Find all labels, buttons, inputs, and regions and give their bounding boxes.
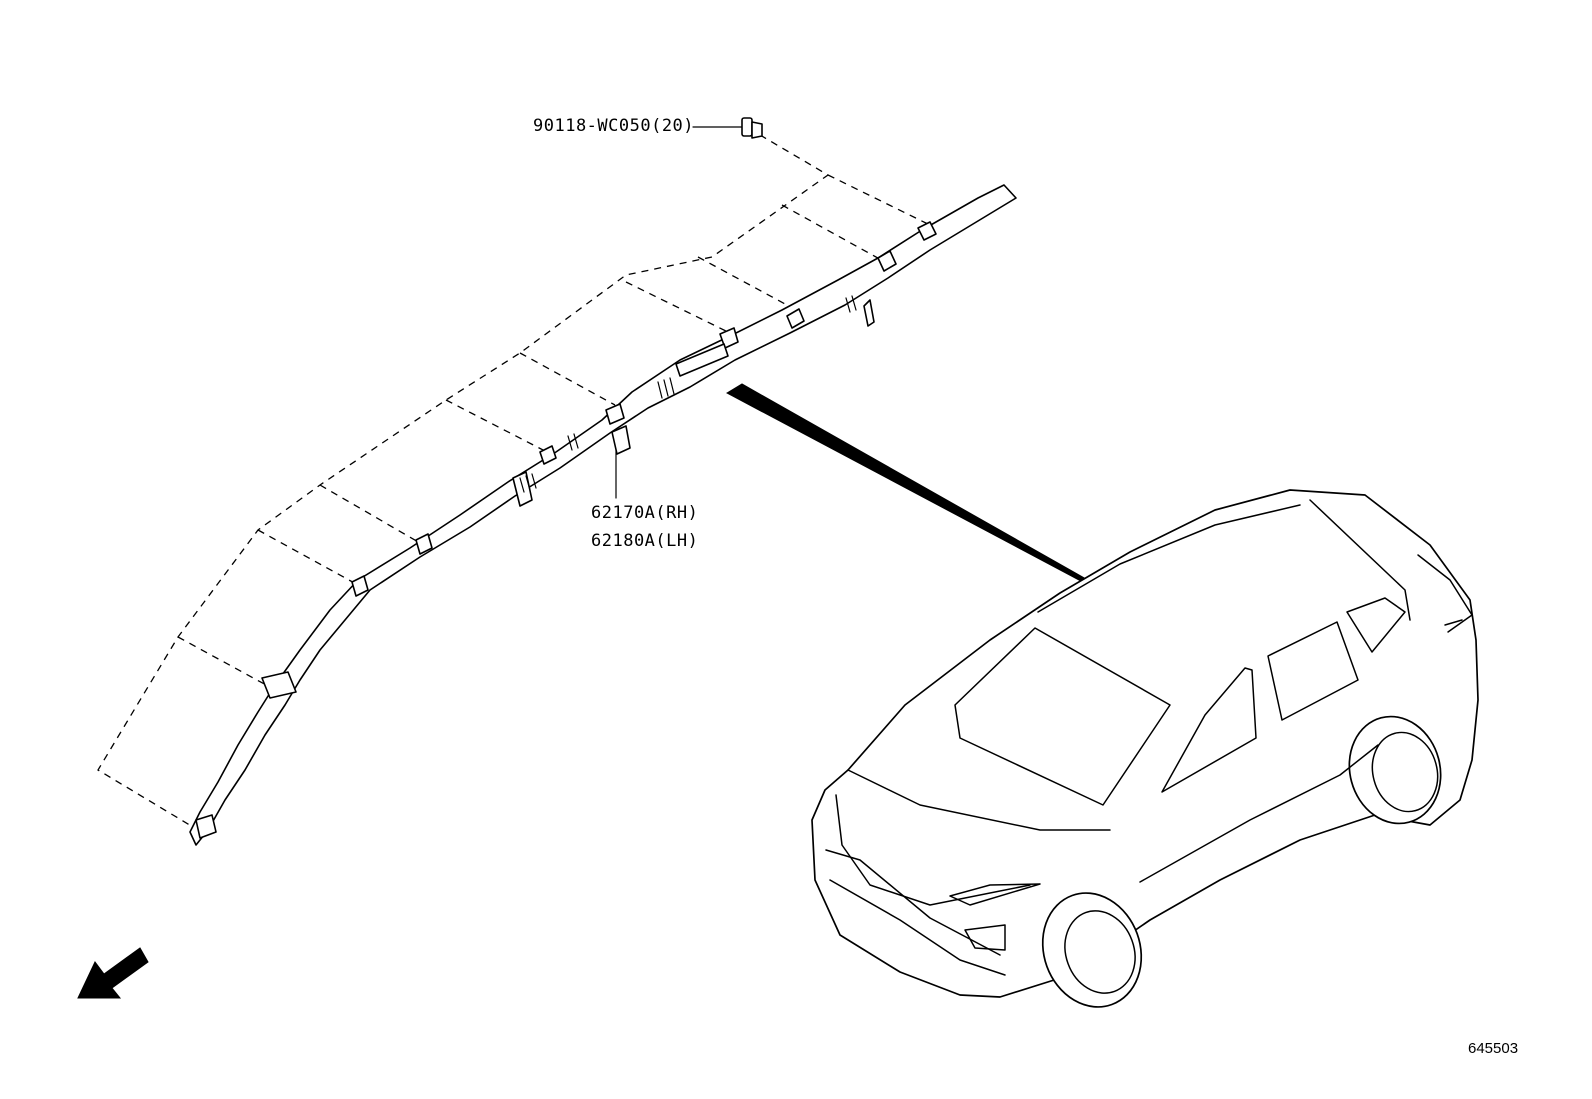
airbag-rh-part-number: 62170A(RH) (591, 503, 699, 523)
airbag-lh-part-number: 62180A(LH) (591, 531, 699, 551)
bolt-icon (692, 117, 763, 139)
bolt-part-number: 90118-WC050(20) (533, 116, 695, 136)
fwd-arrow-icon (77, 947, 149, 999)
curtain-airbag (189, 184, 1017, 846)
diagram-reference-number: 645503 (1468, 1040, 1519, 1057)
vehicle-outline (811, 489, 1479, 1008)
mounting-reference-dashes (97, 134, 931, 831)
